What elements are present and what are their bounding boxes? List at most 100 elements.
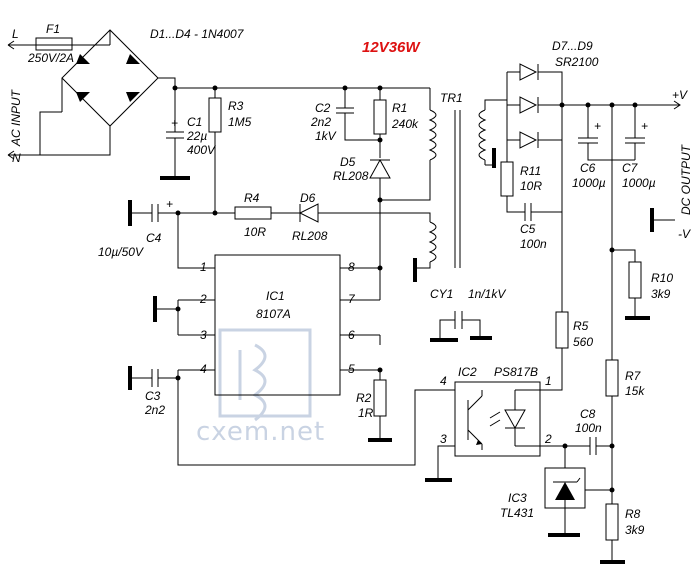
- c3-value: 2n2: [144, 403, 165, 417]
- resistor-r1: R1 240k: [373, 88, 419, 158]
- f1-value: 250V/2A: [27, 51, 74, 65]
- terminal-n: N: [12, 151, 21, 165]
- svg-text:2: 2: [199, 292, 207, 306]
- resistor-r3: R3 1M5: [208, 88, 252, 213]
- ic3-value: TL431: [500, 506, 534, 520]
- svg-text:8: 8: [348, 260, 355, 274]
- svg-text:4: 4: [440, 374, 447, 388]
- svg-text:+: +: [594, 119, 601, 133]
- watermark-text: cxem.net: [196, 417, 325, 447]
- r8-ref: R8: [625, 507, 641, 521]
- c2-value2: 1kV: [315, 129, 337, 143]
- diode-d5: D5 RL208: [333, 155, 391, 203]
- d6-ref: D6: [300, 191, 316, 205]
- c2-ref: C2: [315, 101, 331, 115]
- r2-ref: R2: [356, 391, 372, 405]
- capacitor-c6: + C6 1000µ: [572, 105, 612, 190]
- terminal-plus-v: +V: [672, 88, 688, 102]
- r5-value: 560: [573, 335, 593, 349]
- c6-ref: C6: [580, 161, 596, 175]
- r4-ref: R4: [244, 191, 260, 205]
- cy1-ref: CY1: [430, 287, 453, 301]
- watermark: cxem.net: [196, 328, 325, 447]
- diodes-d7-d9: D7...D9 SR2100: [506, 39, 599, 149]
- resistor-r2: R2 1R: [356, 335, 392, 442]
- svg-text:2: 2: [544, 432, 552, 446]
- c1-ref: C1: [187, 115, 202, 129]
- svg-text:7: 7: [348, 292, 356, 306]
- capacitor-c1: + C1 22µ 400V: [160, 88, 216, 180]
- svg-text:+: +: [641, 119, 648, 133]
- r4-value: 10R: [244, 225, 266, 239]
- d5-value: RL208: [333, 169, 369, 183]
- c4-value: 10µ/50V: [98, 245, 144, 259]
- capacitor-c3: C3 2n2: [128, 366, 181, 417]
- dc-output-label: DC OUTPUT: [679, 143, 693, 215]
- c5-ref: C5: [520, 222, 536, 236]
- bridge-rectifier: D1...D4 - 1N4007: [40, 27, 245, 156]
- r3-value: 1M5: [228, 115, 252, 129]
- c8-value: 100n: [575, 421, 602, 435]
- d7-d9-value: SR2100: [555, 55, 599, 69]
- svg-text:6: 6: [348, 328, 355, 342]
- svg-text:3: 3: [200, 328, 207, 342]
- fuse-f1: F1 250V/2A: [27, 22, 74, 65]
- f1-ref: F1: [46, 22, 60, 36]
- c7-ref: C7: [622, 161, 639, 175]
- schematic-title: 12V36W: [362, 39, 421, 56]
- ic1-ref: IC1: [266, 289, 285, 303]
- resistor-r10: R10 3k9: [612, 249, 673, 320]
- svg-text:3: 3: [440, 432, 447, 446]
- resistor-r7: R7 15k: [605, 359, 645, 493]
- r1-ref: R1: [392, 101, 407, 115]
- ic2-ref: IC2: [458, 365, 477, 379]
- ic2-optocoupler: IC2 PS817B 4 3 1 2: [425, 365, 552, 482]
- capacitor-c2: C2 2n2 1kV: [310, 88, 380, 143]
- r3-ref: R3: [228, 99, 244, 113]
- ac-input: AC INPUT L N: [7, 27, 110, 165]
- r11-value: 10R: [520, 179, 542, 193]
- bridge-ref: D1...D4 - 1N4007: [150, 27, 245, 41]
- capacitor-c8: C8 100n: [540, 407, 615, 455]
- c1-value2: 400V: [187, 143, 216, 157]
- r10-value: 3k9: [651, 287, 671, 301]
- c1-value1: 22µ: [186, 129, 207, 143]
- cy1-value: 1n/1kV: [468, 287, 506, 301]
- terminal-minus-v: -V: [678, 227, 691, 241]
- c7-value: 1000µ: [622, 176, 656, 190]
- r2-value: 1R: [358, 406, 374, 420]
- resistor-r5: R5 560: [540, 212, 593, 391]
- ic3-tl431: IC3 TL431: [500, 446, 612, 537]
- capacitor-c7: + C7 1000µ: [612, 105, 656, 190]
- ic2-value: PS817B: [494, 365, 538, 379]
- svg-text:5: 5: [348, 362, 355, 376]
- terminal-l: L: [12, 27, 19, 41]
- svg-text:1: 1: [545, 374, 552, 388]
- svg-text:+: +: [166, 197, 173, 211]
- d5-ref: D5: [340, 155, 356, 169]
- r10-ref: R10: [651, 271, 673, 285]
- capacitor-cy1: CY1 1n/1kV: [430, 287, 506, 342]
- svg-text:1: 1: [200, 260, 207, 274]
- capacitor-c4: + C4 10µ/50V: [98, 197, 218, 259]
- r5-ref: R5: [573, 319, 589, 333]
- transformer-tr1: TR1: [355, 88, 507, 282]
- c5-value: 100n: [520, 237, 547, 251]
- ic3-ref: IC3: [508, 491, 527, 505]
- c3-ref: C3: [145, 389, 161, 403]
- r11-ref: R11: [520, 164, 541, 178]
- svg-text:+: +: [171, 116, 178, 130]
- d6-value: RL208: [292, 229, 328, 243]
- r7-value: 15k: [625, 384, 645, 398]
- r7-ref: R7: [625, 369, 642, 383]
- ac-input-label: AC INPUT: [9, 88, 23, 147]
- resistor-r8: R8 3k9: [600, 490, 645, 564]
- snubber-r11-c5: R11 10R C5 100n: [500, 140, 563, 251]
- c4-ref: C4: [146, 231, 162, 245]
- c8-ref: C8: [580, 407, 596, 421]
- svg-text:4: 4: [200, 362, 207, 376]
- diode-d6: D6 RL208: [292, 191, 355, 243]
- resistor-r4: R4 10R: [215, 191, 300, 239]
- tr1-ref: TR1: [440, 91, 463, 105]
